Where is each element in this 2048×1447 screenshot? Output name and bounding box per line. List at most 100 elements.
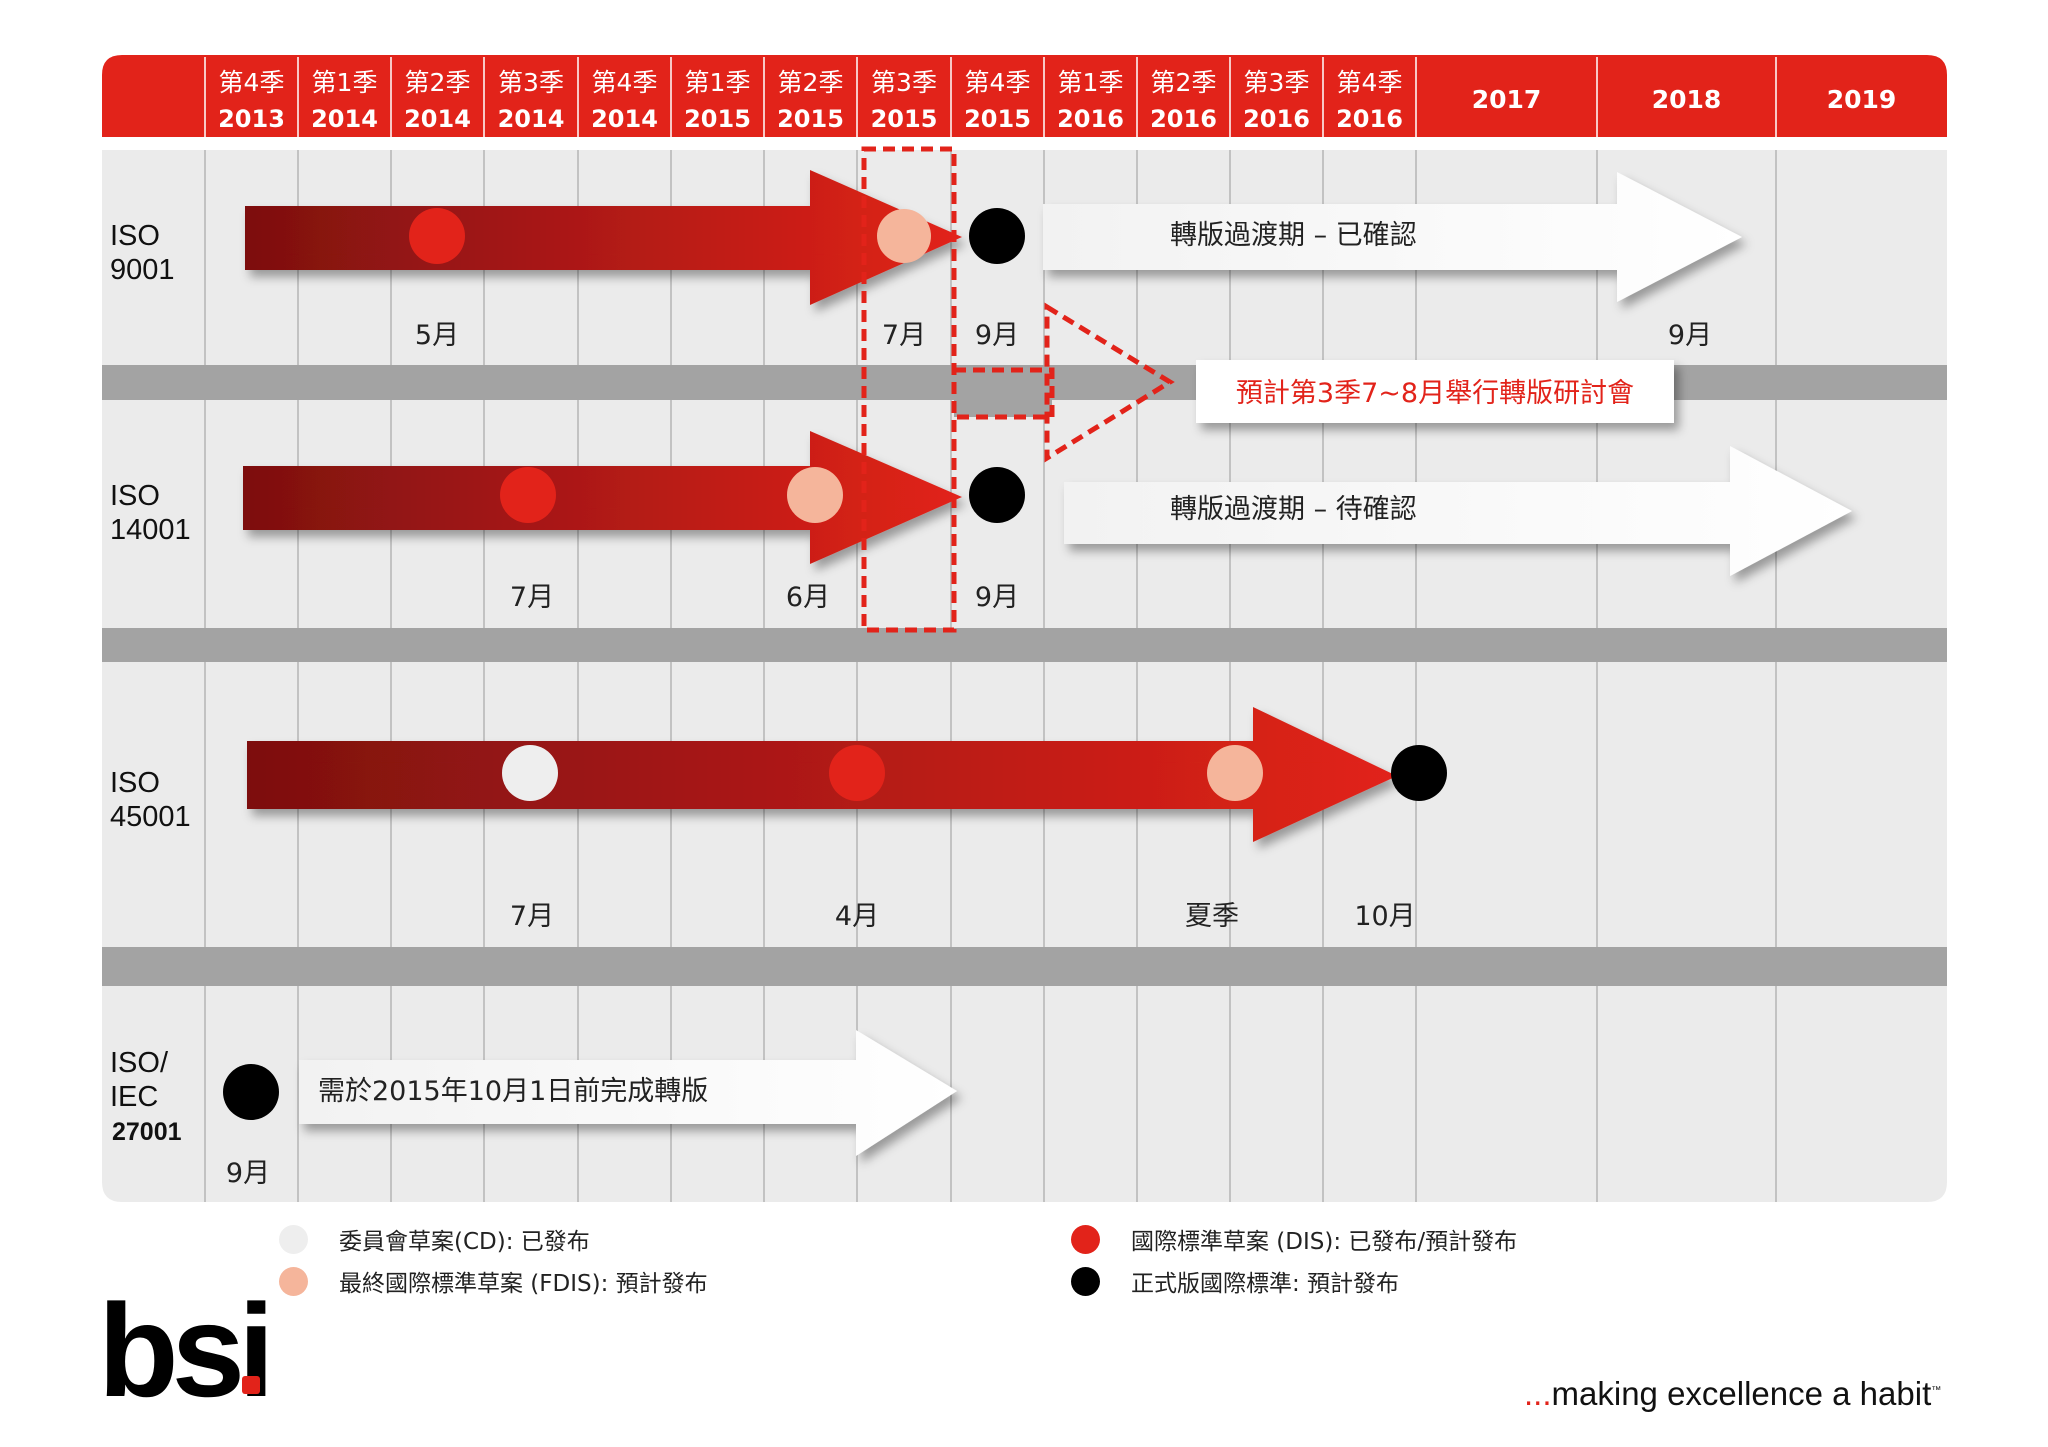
header-year: 2015 [964, 105, 1031, 133]
row-label-line: IEC [110, 1081, 158, 1113]
header-quarter: 第3季 [498, 68, 564, 97]
bsi-logo: bsi [98, 1277, 275, 1424]
callout-pointer [1044, 302, 1175, 463]
header-quarter: 第1季 [685, 68, 751, 97]
header-year: 2019 [1827, 85, 1897, 114]
header-quarter: 第3季 [1244, 68, 1310, 97]
milestone-date: 7月 [882, 320, 926, 351]
milestone-fdis [877, 209, 931, 263]
callout-connector [951, 367, 1055, 420]
header-quarter: 第1季 [1058, 68, 1124, 97]
milestones-iso-14001 [500, 467, 1025, 523]
milestones-iso-9001 [409, 208, 1025, 264]
header-columns: 第4季 2013 第1季 2014 第2季 2014 第3季 2014 第4季 2014 第1季 20… [204, 57, 1897, 137]
milestone-date: 4月 [835, 901, 879, 932]
callout-box [1196, 360, 1674, 423]
progress-arrow-iso-45001 [247, 707, 1397, 842]
milestone-fdis [1207, 745, 1263, 801]
milestone-cd [502, 745, 558, 801]
header-year: 2016 [1336, 105, 1403, 133]
row-separator [102, 628, 1947, 662]
legend-item-fdis: 最終國際標準草案 (FDIS): 預計發布 [279, 1264, 708, 1298]
milestone-date: 5月 [415, 320, 459, 351]
legend-dot-dis [1071, 1224, 1100, 1254]
milestone-dis [500, 467, 556, 523]
tagline-text: making excellence a habit [1551, 1375, 1932, 1412]
header-year: 2013 [218, 105, 285, 133]
legend-dot-cd [279, 1224, 308, 1254]
header-year: 2015 [871, 105, 938, 133]
transition-label: 轉版過渡期 – 待確認 [1170, 494, 1417, 525]
highlight-q3-2015 [861, 146, 1175, 633]
milestone-date: 夏季 [1185, 901, 1239, 932]
header-year: 2014 [311, 105, 378, 133]
milestone-final [1391, 745, 1447, 801]
legend-label: 正式版國際標準: 預計發布 [1131, 1271, 1400, 1297]
milestone-date: 6月 [786, 582, 830, 613]
legend-label: 委員會草案(CD): 已發布 [339, 1229, 590, 1255]
row-label-line: 14001 [110, 514, 191, 546]
header-year: 2015 [777, 105, 844, 133]
milestones-iso-45001 [502, 745, 1447, 801]
transition-arrow-iso-27001 [299, 1030, 957, 1156]
row-label-line: 27001 [112, 1118, 182, 1146]
milestone-date: 9月 [975, 582, 1019, 613]
milestone-date: 7月 [510, 582, 554, 613]
progress-arrow-iso-14001 [243, 431, 962, 564]
transition-arrow-iso-14001 [1064, 446, 1852, 576]
legend-dot-fdis [279, 1266, 308, 1296]
legend-label: 國際標準草案 (DIS): 已發布/預計發布 [1131, 1229, 1518, 1255]
milestones-iso-27001 [223, 1064, 279, 1120]
milestone-dis [409, 208, 465, 264]
header-year: 2016 [1150, 105, 1217, 133]
milestone-final [223, 1064, 279, 1120]
milestone-final [969, 208, 1025, 264]
transition-label: 轉版過渡期 – 已確認 [1170, 220, 1417, 251]
milestone-date: 10月 [1354, 901, 1415, 932]
header-quarter: 第2季 [405, 68, 471, 97]
milestone-fdis [787, 467, 843, 523]
milestone-dis [829, 745, 885, 801]
legend-item-final: 正式版國際標準: 預計發布 [1071, 1264, 1399, 1298]
row-label-line: 45001 [110, 801, 191, 833]
header-quarter: 第4季 [965, 68, 1031, 97]
header-quarter: 第4季 [219, 68, 285, 97]
legend-item-dis: 國際標準草案 (DIS): 已發布/預計發布 [1071, 1222, 1517, 1256]
progress-arrow-iso-9001 [245, 170, 962, 305]
header-bar [102, 55, 1947, 137]
callout-text: 預計第3季7~8月舉行轉版研討會 [1236, 378, 1634, 409]
transition-end-date: 9月 [1668, 320, 1712, 351]
header-year: 2014 [591, 105, 658, 133]
tagline: ...making excellence a habit™ [1524, 1375, 1941, 1413]
milestone-date: 9月 [975, 320, 1019, 351]
header-quarter: 第4季 [592, 68, 658, 97]
header-quarter: 第2季 [1151, 68, 1217, 97]
transition-arrow-iso-9001 [1043, 172, 1742, 302]
header-quarter: 第2季 [778, 68, 844, 97]
row-label-iso-9001: ISO 9001 [110, 220, 175, 286]
header-quarter: 第4季 [1337, 68, 1403, 97]
transition-label: 需於2015年10月1日前完成轉版 [318, 1076, 708, 1107]
legend-label: 最終國際標準草案 (FDIS): 預計發布 [339, 1271, 708, 1297]
legend-item-cd: 委員會草案(CD): 已發布 [279, 1222, 590, 1256]
header-year: 2016 [1243, 105, 1310, 133]
row-label-line: ISO/ [110, 1047, 169, 1079]
row-label-iso-14001: ISO 14001 [110, 480, 191, 546]
legend-dot-final [1071, 1266, 1100, 1296]
tagline-lead: ... [1524, 1375, 1552, 1412]
trademark: ™ [1931, 1385, 1942, 1396]
header-year: 2016 [1057, 105, 1124, 133]
header-quarter: 第3季 [871, 68, 937, 97]
header-year: 2014 [498, 105, 565, 133]
header-quarter: 第1季 [312, 68, 378, 97]
row-label-iso-27001: ISO/ IEC 27001 [110, 1047, 182, 1146]
header-year: 2018 [1652, 85, 1722, 114]
row-label-line: ISO [110, 220, 160, 252]
milestone-date: 7月 [510, 901, 554, 932]
header-year: 2014 [404, 105, 471, 133]
row-label-iso-45001: ISO 45001 [110, 767, 191, 833]
bsi-logo-dot [242, 1376, 260, 1394]
row-separator [102, 947, 1947, 986]
row-label-line: ISO [110, 480, 160, 512]
